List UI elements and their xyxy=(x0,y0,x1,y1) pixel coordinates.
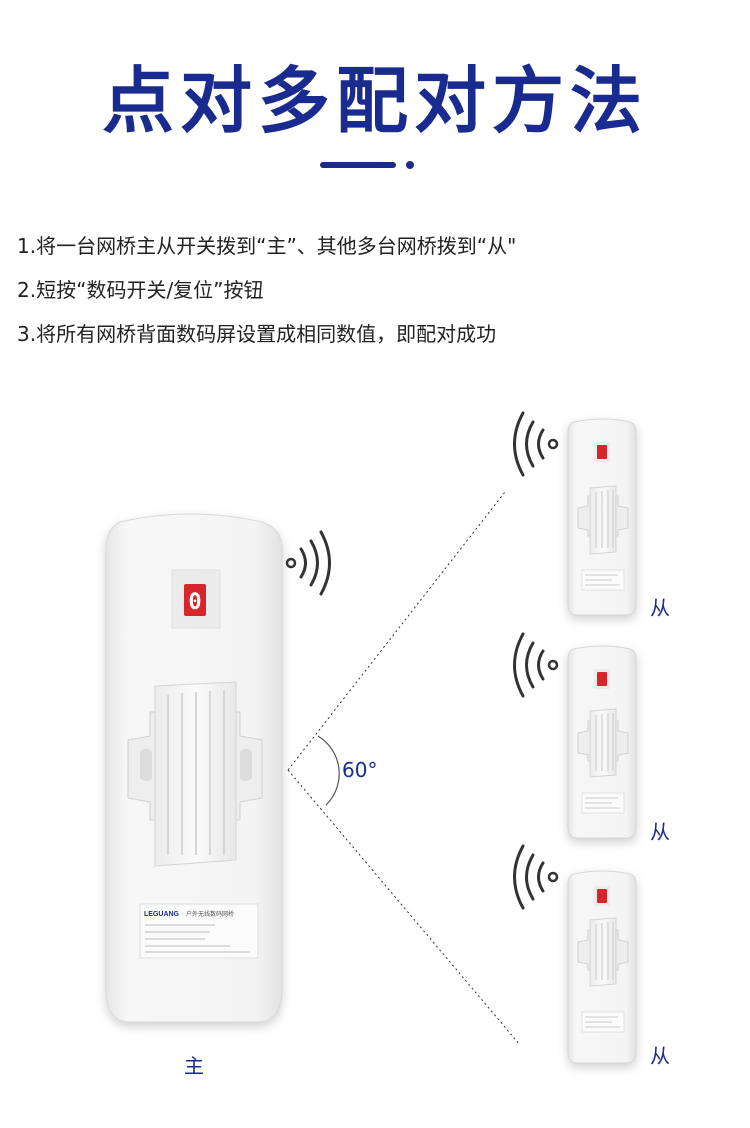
page-title: 点对多配对方法 xyxy=(101,59,648,143)
upper-angle-line xyxy=(287,491,506,771)
divider-bar xyxy=(320,162,396,168)
angle-label: 60° xyxy=(342,758,378,782)
slave-bridge-device-2 xyxy=(567,645,637,839)
slave-bridge-device-3 xyxy=(567,870,637,1064)
signal-icon xyxy=(513,844,559,910)
step-1: 1.将一台网桥主从开关拨到“主”、其他多台网桥拨到“从" xyxy=(17,234,517,258)
product-name: 户外无线数码网桥 xyxy=(186,910,234,918)
divider-dot xyxy=(406,161,414,169)
signal-icon xyxy=(285,530,331,596)
lower-angle-line xyxy=(287,769,521,1046)
signal-icon xyxy=(513,632,559,698)
keyhole-left xyxy=(140,748,152,781)
slave-label-2: 从 xyxy=(650,820,670,844)
keyhole-right xyxy=(240,748,252,781)
master-label: 主 xyxy=(184,1054,204,1078)
slave-label-1: 从 xyxy=(650,596,670,620)
brand-name: LEGUANG xyxy=(144,911,180,918)
angle-arc xyxy=(317,735,340,806)
signal-icon xyxy=(513,411,559,477)
step-2: 2.短按“数码开关/复位”按钮 xyxy=(17,278,264,302)
digit-display xyxy=(184,584,206,616)
step-3: 3.将所有网桥背面数码屏设置成相同数值，即配对成功 xyxy=(17,322,497,346)
slave-label-3: 从 xyxy=(650,1044,670,1068)
slave-bridge-device-1 xyxy=(567,418,637,616)
display-digit: 0 xyxy=(188,590,201,615)
product-label xyxy=(139,903,259,959)
angle-indicator xyxy=(287,491,521,1046)
instruction-list: 1.将一台网桥主从开关拨到“主”、其他多台网桥拨到“从" 2.短按“数码开关/复… xyxy=(17,228,516,360)
